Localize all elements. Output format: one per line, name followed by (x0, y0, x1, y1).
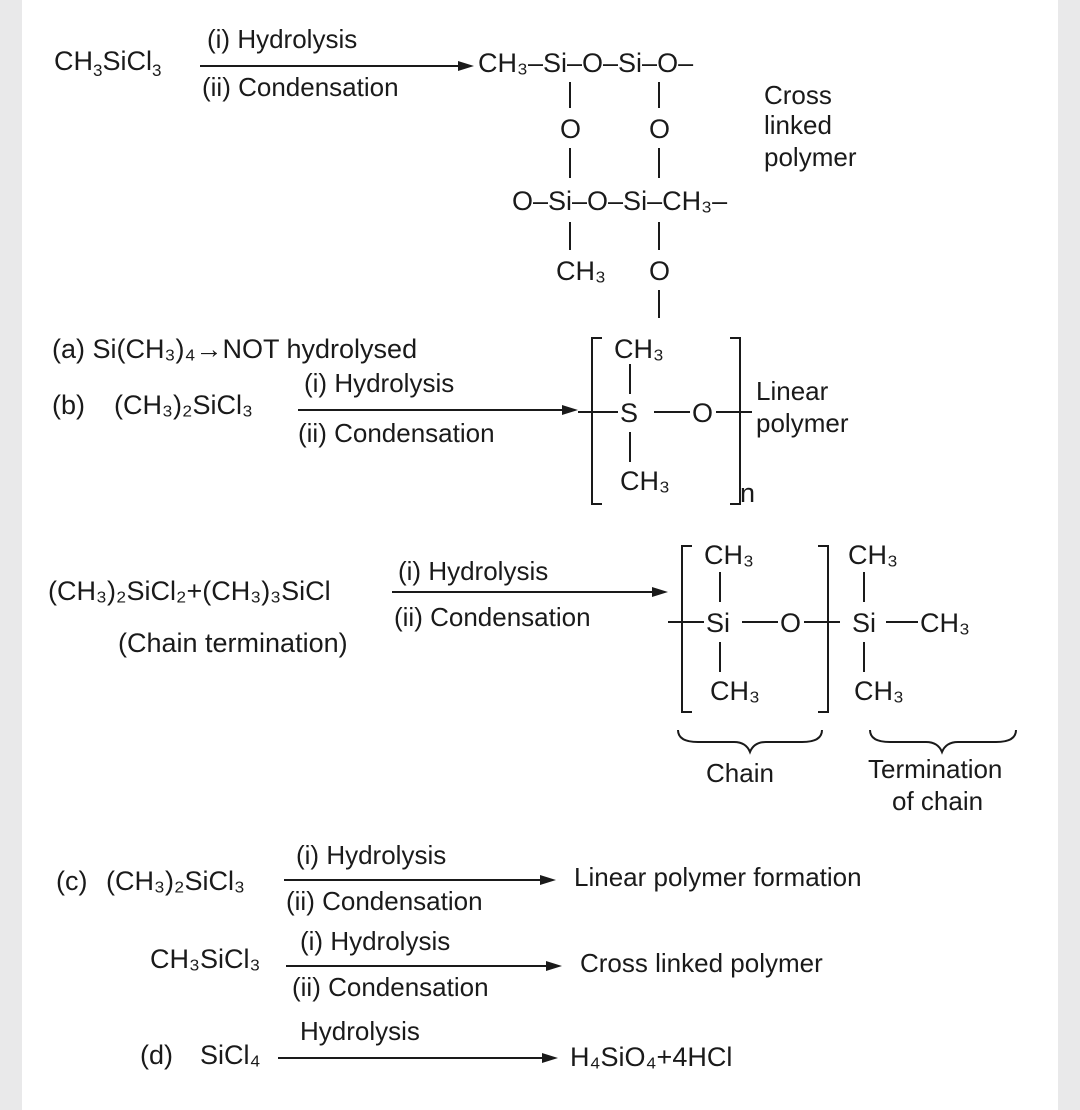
header-reaction: CH3SiCl3 (i) Hydrolysis (ii) Condensatio… (54, 24, 857, 318)
option-b-product-line-2: polymer (756, 408, 849, 438)
option-c-reactions: (c) (CH₃)₂SiCl₃ (i) Hydrolysis (ii) Cond… (56, 840, 862, 1002)
termination-brace (869, 729, 1017, 755)
header-oxygen-2: O (649, 114, 670, 144)
header-condition-2: (ii) Condensation (202, 72, 399, 102)
termination-reaction: (CH₃)₂SiCl₂+(CH₃)₃SiCl (Chain terminatio… (48, 540, 1017, 816)
header-product-line-1: Cross (764, 80, 832, 110)
option-b-oxygen: O (692, 398, 713, 428)
option-b-repeat-n: n (740, 478, 755, 508)
option-b-reaction: (b) (CH₃)₂SiCl₃ (i) Hydrolysis (ii) Cond… (52, 334, 849, 508)
option-a-statement: (a) Si(CH₃)₄→NOT hydrolysed (52, 334, 417, 364)
termination-methyl-top: CH₃ (704, 540, 754, 570)
option-d-arrow-head (542, 1053, 558, 1063)
option-c-condition-4: (ii) Condensation (292, 972, 489, 1002)
termination-note: (Chain termination) (118, 628, 348, 658)
termination-end-methyl-bottom: CH₃ (854, 676, 904, 706)
option-b-label: (b) (52, 390, 85, 420)
header-product-line-3: polymer (764, 142, 857, 172)
header-arrow-head (458, 61, 474, 71)
termination-methyl-bottom: CH₃ (710, 676, 760, 706)
termination-bracket-right (818, 545, 829, 713)
option-b-condition-1: (i) Hydrolysis (304, 368, 454, 398)
termination-label-line-1: Termination (868, 754, 1002, 784)
option-c-reactant-2: CH₃SiCl₃ (150, 944, 261, 974)
termination-label-line-2: of chain (892, 786, 983, 816)
termination-oxygen: O (780, 608, 801, 638)
option-d-condition: Hydrolysis (300, 1016, 420, 1046)
option-c-condition-3: (i) Hydrolysis (300, 926, 450, 956)
option-b-condition-2: (ii) Condensation (298, 418, 495, 448)
termination-end-silicon: Si (852, 608, 876, 638)
option-b-reactant: (CH₃)₂SiCl₃ (114, 390, 253, 420)
header-chain-top: CH₃–Si–O–Si–O– (478, 48, 693, 78)
header-oxygen-3: O (649, 256, 670, 286)
termination-condition-1: (i) Hydrolysis (398, 556, 548, 586)
reaction-scheme: CH3SiCl3 (i) Hydrolysis (ii) Condensatio… (48, 24, 1017, 1072)
option-b-methyl-bottom: CH₃ (620, 466, 670, 496)
option-b-bracket-left (591, 337, 602, 505)
termination-end-methyl-right: CH₃ (920, 608, 970, 638)
option-c-arrow-1-head (540, 875, 556, 885)
header-methyl: CH₃ (556, 256, 606, 286)
solution-sheet: CH3SiCl3 (i) Hydrolysis (ii) Condensatio… (22, 0, 1058, 1110)
option-b-sulfur: S (620, 398, 638, 428)
termination-silicon: Si (706, 608, 730, 638)
header-condition-1: (i) Hydrolysis (207, 24, 357, 54)
termination-end-methyl-top: CH₃ (848, 540, 898, 570)
header-oxygen-1: O (560, 114, 581, 144)
header-reactant: CH3SiCl3 (54, 46, 161, 80)
option-c-arrow-2-head (546, 961, 562, 971)
option-b-methyl-top: CH₃ (614, 334, 664, 364)
termination-bracket-left (681, 545, 692, 713)
option-d-reactant: SiCl₄ (200, 1040, 261, 1070)
option-b-product-line-1: Linear (756, 376, 829, 406)
option-d-reaction: (d) SiCl₄ Hydrolysis H₄SiO₄+4HCl (140, 1016, 732, 1072)
option-d-product: H₄SiO₄+4HCl (570, 1042, 732, 1072)
termination-arrow-head (652, 587, 668, 597)
chain-brace (677, 729, 823, 755)
termination-reactant: (CH₃)₂SiCl₂+(CH₃)₃SiCl (48, 576, 331, 606)
option-c-product-1: Linear polymer formation (574, 862, 862, 892)
option-b-arrow-head (562, 405, 578, 415)
header-product-line-2: linked (764, 110, 832, 140)
option-c-reactant-1: (CH₃)₂SiCl₃ (106, 866, 245, 896)
option-c-product-2: Cross linked polymer (580, 948, 823, 978)
header-chain-mid: O–Si–O–Si–CH₃– (512, 186, 727, 216)
option-d-label: (d) (140, 1040, 173, 1070)
option-c-label: (c) (56, 866, 87, 896)
option-c-condition-2: (ii) Condensation (286, 886, 483, 916)
termination-condition-2: (ii) Condensation (394, 602, 591, 632)
option-b-bracket-right (730, 337, 741, 505)
option-c-condition-1: (i) Hydrolysis (296, 840, 446, 870)
chain-label: Chain (706, 758, 774, 788)
